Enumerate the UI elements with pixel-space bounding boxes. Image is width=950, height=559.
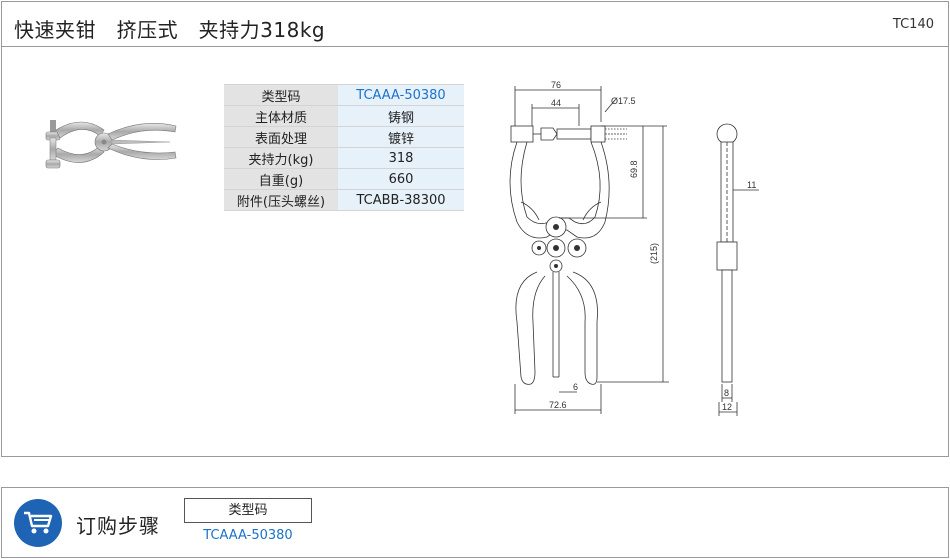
spec-value: TCABB-38300 (338, 189, 464, 211)
product-code: TC140 (892, 17, 934, 32)
dim-height-upper: 69.8 (629, 160, 639, 178)
dim-diameter: Ø17.5 (611, 96, 636, 106)
spec-table: 类型码 TCAAA-50380 主体材质 铸钢 表面处理 镀锌 夹持力(kg) … (224, 84, 464, 211)
order-type-header: 类型码 (184, 498, 312, 523)
table-row: 主体材质 铸钢 (224, 105, 464, 127)
spec-key: 夹持力(kg) (224, 147, 338, 169)
table-row: 夹持力(kg) 318 (224, 147, 464, 169)
spec-value-link[interactable]: TCAAA-50380 (338, 84, 464, 106)
dim-side-8: 8 (724, 388, 729, 398)
spec-key: 附件(压头螺丝) (224, 189, 338, 211)
spec-key: 表面处理 (224, 126, 338, 148)
spec-key: 自重(g) (224, 168, 338, 190)
cart-badge (14, 499, 62, 547)
dim-height-total: (215) (649, 243, 659, 264)
dim-side-12: 12 (722, 402, 732, 412)
order-steps-title: 订购步骤 (76, 514, 160, 538)
page-title: 快速夹钳 挤压式 夹持力318kg (14, 18, 326, 42)
technical-drawing: 76 44 Ø17.5 (509, 80, 759, 416)
spec-value: 318 (338, 147, 464, 169)
order-panel: 订购步骤 类型码 TCAAA-50380 (1, 487, 949, 558)
spec-key: 类型码 (224, 84, 338, 106)
dim-side-11: 11 (747, 180, 756, 190)
dim-width-inner: 44 (551, 98, 561, 108)
spec-key: 主体材质 (224, 105, 338, 127)
spec-value: 铸钢 (338, 105, 464, 127)
shopping-cart-icon (24, 511, 53, 534)
order-type-box: 类型码 TCAAA-50380 (184, 498, 312, 547)
spec-value: 660 (338, 168, 464, 190)
title-divider (2, 46, 948, 47)
dim-width-top: 76 (551, 80, 561, 90)
order-type-value[interactable]: TCAAA-50380 (203, 528, 293, 543)
table-row: 附件(压头螺丝) TCABB-38300 (224, 189, 464, 211)
product-photo (45, 120, 177, 169)
product-panel: 快速夹钳 挤压式 夹持力318kg TC140 类型码 TCAAA-50380 (1, 1, 949, 457)
table-row: 自重(g) 660 (224, 168, 464, 190)
dim-width-bottom: 72.6 (549, 400, 567, 410)
table-row: 表面处理 镀锌 (224, 126, 464, 148)
dim-gap: 6 (573, 382, 578, 392)
spec-value: 镀锌 (338, 126, 464, 148)
table-row: 类型码 TCAAA-50380 (224, 84, 464, 106)
